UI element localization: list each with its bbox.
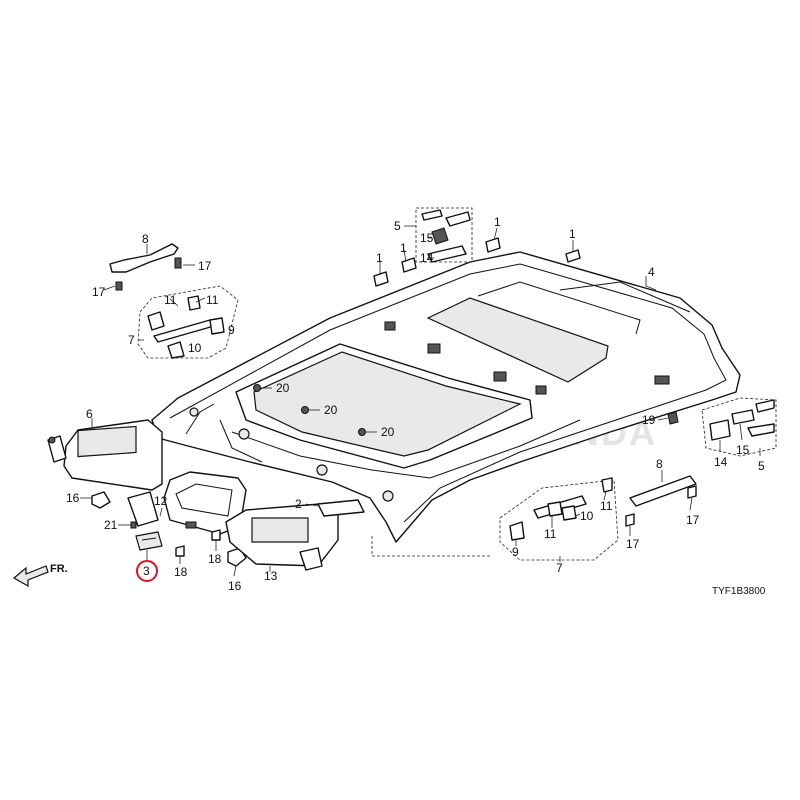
callout-12: 12 [154, 494, 168, 508]
sun-visor-left[interactable] [47, 419, 163, 491]
callout-15-top: 15 [420, 231, 434, 245]
callout-7-right: 7 [556, 561, 563, 575]
callout-5-right: 5 [758, 459, 765, 473]
clip-1-a[interactable] [373, 271, 389, 287]
callout-17-right-a: 17 [686, 513, 700, 527]
callout-9-left: 9 [228, 323, 235, 337]
callout-11-left-b: 11 [206, 293, 219, 307]
callout-1-d: 1 [569, 227, 576, 241]
callout-11-right-a: 11 [600, 499, 613, 513]
callout-6: 6 [86, 407, 93, 421]
sunroof-opening [253, 351, 522, 457]
callout-5-top: 5 [394, 219, 401, 233]
callout-14-right: 14 [714, 455, 728, 469]
callout-8-top: 8 [142, 232, 149, 246]
callout-4: 4 [648, 265, 655, 279]
clip-19[interactable] [667, 411, 679, 425]
callout-labels: 8 17 17 11 11 9 10 7 5 15 14 1 1 1 1 4 2… [66, 215, 765, 593]
callout-2: 2 [295, 497, 302, 511]
callout-7-left: 7 [128, 333, 135, 347]
roof-console[interactable] [127, 471, 247, 535]
part-3-highlight-circle [136, 560, 158, 582]
bolt-20-b[interactable] [301, 406, 309, 414]
bolt-20-a[interactable] [253, 384, 261, 392]
callout-10-left: 10 [188, 341, 202, 355]
clip-18-right[interactable] [211, 529, 221, 541]
callout-18-right: 18 [208, 552, 222, 566]
diagram-code: TYF1B3800 [712, 586, 766, 597]
sun-visor-right[interactable] [225, 503, 339, 571]
grab-handle-left[interactable] [147, 295, 225, 359]
callout-16-right: 16 [228, 579, 242, 593]
garnish-rear-right[interactable] [709, 399, 775, 441]
headliner-rear-panel [426, 297, 609, 383]
bolt-20-group[interactable] [253, 384, 378, 436]
callout-18-left: 18 [174, 565, 188, 579]
callout-21: 21 [104, 518, 118, 532]
callout-1-b: 1 [400, 241, 407, 255]
callout-1-c: 1 [494, 215, 501, 229]
grab-handle-right[interactable] [509, 477, 613, 541]
screw-21[interactable] [130, 521, 137, 529]
headliner-assembly[interactable] [151, 251, 741, 543]
callout-20-a: 20 [276, 381, 290, 395]
callout-16-left: 16 [66, 491, 80, 505]
grab-handle-bracket-left[interactable] [109, 243, 182, 291]
callout-17-right-b: 17 [626, 537, 640, 551]
part-3-switch-panel[interactable] [135, 531, 163, 551]
clip-1-d[interactable] [565, 249, 581, 263]
bolt-20-c[interactable] [358, 428, 366, 436]
callout-20-c: 20 [381, 425, 395, 439]
callout-19: 19 [642, 413, 656, 427]
clip-18-left[interactable] [175, 545, 185, 557]
callout-20-b: 20 [324, 403, 338, 417]
callout-10-right: 10 [580, 509, 594, 523]
grab-handle-bracket-right[interactable] [625, 475, 697, 527]
part-2-trim[interactable] [317, 499, 365, 517]
callout-14-top: 14 [420, 251, 434, 265]
callout-13: 13 [264, 569, 278, 583]
garnish-upper-center[interactable] [421, 209, 471, 263]
front-label: FR. [50, 563, 68, 575]
callout-17-top: 17 [198, 259, 212, 273]
clip-1-b[interactable] [401, 257, 417, 273]
callout-3: 3 [143, 564, 150, 578]
callout-11-right-b: 11 [544, 527, 557, 541]
callout-9-right: 9 [512, 545, 519, 559]
callout-1-a: 1 [376, 251, 383, 265]
clip-1-c[interactable] [485, 237, 501, 253]
callout-11-left-a: 11 [164, 293, 177, 307]
callout-17-left: 17 [92, 285, 106, 299]
callout-15-right: 15 [736, 443, 750, 457]
clip-16-left[interactable] [91, 491, 111, 509]
front-direction-arrow [12, 565, 49, 588]
headliner-clips [189, 321, 670, 502]
callout-8-right: 8 [656, 457, 663, 471]
